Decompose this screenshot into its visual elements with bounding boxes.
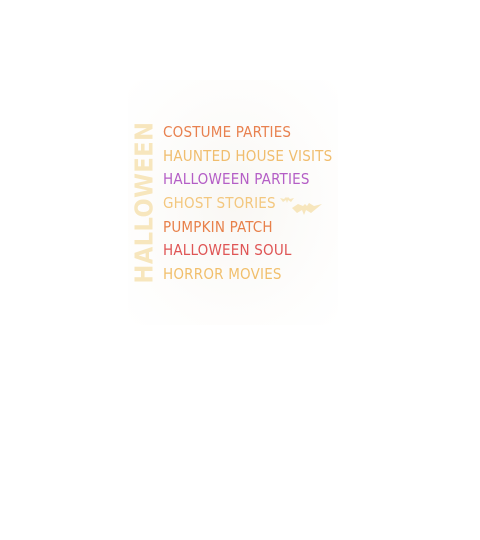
bats-icon (280, 197, 322, 215)
list-item: HALLOWEEN SOUL (163, 241, 292, 260)
list-item: HAUNTED HOUSE VISITS (163, 146, 333, 165)
list-item: COSTUME PARTIES (163, 123, 292, 141)
vertical-title-text: HALLOWEEN (129, 121, 159, 283)
list-item: HALLOWEEN PARTIES (163, 170, 310, 189)
list-item: HORROR MOVIES (163, 265, 282, 284)
halloween-graphic: HALLOWEEN COSTUME PARTIES HAUNTED HOUSE … (128, 80, 338, 325)
list-item: GHOST STORIES (163, 194, 276, 213)
list-item: PUMPKIN PATCH (163, 217, 273, 236)
vertical-title: HALLOWEEN (129, 121, 159, 283)
activity-list: COSTUME PARTIES HAUNTED HOUSE VISITS HAL… (163, 121, 332, 287)
graphic-backdrop (128, 80, 338, 325)
